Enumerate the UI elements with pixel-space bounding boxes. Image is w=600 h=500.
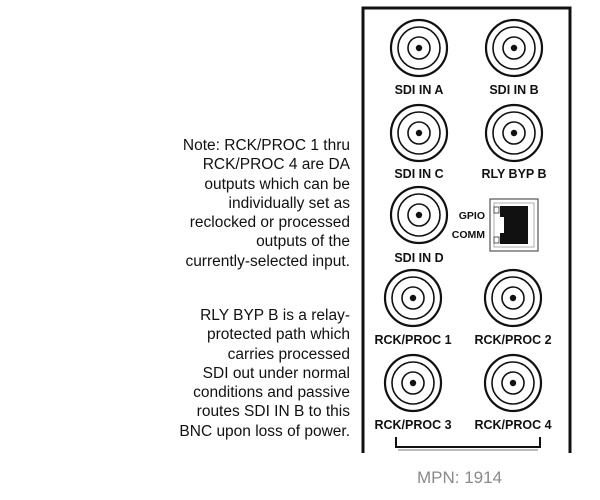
connector-label-rck-proc-3: RCK/PROC 3 [374, 418, 451, 432]
model-part-number: MPN: 1914 [417, 468, 503, 487]
rj45-led-bottom [493, 236, 500, 244]
bnc-connector-sdi-in-b [484, 18, 544, 78]
connector-label-rly-byp-b: RLY BYP B [481, 167, 546, 181]
rj45-led-top [493, 206, 500, 214]
note-line: outputs of the [256, 233, 350, 251]
bnc-center-pin [409, 294, 417, 302]
note-line: conditions and passive [193, 384, 350, 402]
bnc-insulator [407, 121, 431, 145]
note-line: RLY BYP B is a relay- [200, 307, 350, 324]
bnc-insulator [502, 121, 526, 145]
panel-frame [361, 6, 572, 453]
bnc-center-pin [509, 294, 517, 302]
bnc-insulator [407, 36, 431, 60]
connector-label-sdi-in-d: SDI IN D [394, 251, 443, 265]
bnc-insulator [407, 203, 431, 227]
bnc-connector-rck-proc-3 [383, 353, 443, 413]
bnc-connector-rck-proc-1 [383, 268, 443, 328]
bnc-collar [391, 276, 435, 320]
bnc-outer-ring [483, 268, 543, 328]
bnc-connector-rck-proc-2 [483, 268, 543, 328]
note-line: reclocked or processed [189, 214, 350, 232]
bnc-center-pin [415, 129, 423, 137]
bnc-outer-ring [389, 185, 449, 245]
bnc-center-pin [510, 129, 518, 137]
bnc-outer-ring [389, 18, 449, 78]
connector-label-rck-proc-1: RCK/PROC 1 [374, 333, 451, 347]
note-line: SDI out under normal [202, 364, 350, 382]
bnc-center-pin [415, 44, 423, 52]
bnc-insulator [502, 36, 526, 60]
note-paragraph-rck-proc: Note: RCK/PROC 1 thru RCK/PROC 4 are DA … [110, 136, 350, 271]
connector-label-sdi-in-b: SDI IN B [489, 83, 538, 97]
bnc-connectors [383, 18, 544, 413]
gpio-comm-port: GPIO COMM [452, 198, 539, 252]
note-line: BNC upon loss of power. [179, 422, 350, 440]
note-line: currently-selected input. [185, 252, 350, 270]
bnc-center-pin [409, 379, 417, 387]
rj45-jack-body [500, 206, 528, 244]
rj45-jack-inner [493, 202, 535, 248]
bnc-connector-rly-byp-b [484, 103, 544, 163]
bnc-connector-sdi-in-a [389, 18, 449, 78]
bnc-collar [491, 276, 535, 320]
bnc-collar [391, 361, 435, 405]
note-line: individually set as [228, 194, 350, 212]
gpio-label: GPIO [459, 210, 485, 222]
note-line: protected path which [206, 326, 350, 344]
bnc-collar [397, 26, 441, 70]
bnc-connector-sdi-in-d [389, 185, 449, 245]
bnc-collar [397, 111, 441, 155]
bnc-center-pin [510, 44, 518, 52]
note-line: Note: RCK/PROC 1 thru [182, 137, 350, 154]
note-line: RCK/PROC 4 are DA [202, 156, 350, 174]
note-line: carries processed [227, 345, 350, 363]
bnc-collar [491, 361, 535, 405]
bnc-connector-sdi-in-c [389, 103, 449, 163]
bnc-insulator [501, 371, 525, 395]
connector-label-rck-proc-2: RCK/PROC 2 [474, 333, 551, 347]
bnc-insulator [401, 286, 425, 310]
bnc-insulator [501, 286, 525, 310]
bnc-center-pin [509, 379, 517, 387]
bnc-connector-rck-proc-4 [483, 353, 543, 413]
comm-label: COMM [452, 229, 485, 241]
bnc-center-pin [415, 211, 423, 219]
connector-label-sdi-in-c: SDI IN C [394, 167, 443, 181]
bnc-outer-ring [383, 353, 443, 413]
bnc-outer-ring [484, 103, 544, 163]
connector-label-sdi-in-a: SDI IN A [395, 83, 444, 97]
note-paragraph-rly-byp: RLY BYP B is a relay- protected path whi… [110, 306, 350, 441]
panel-bottom-tab [395, 437, 541, 448]
bnc-outer-ring [383, 268, 443, 328]
bnc-outer-ring [483, 353, 543, 413]
note-line: outputs which can be [204, 175, 350, 193]
bnc-collar [397, 193, 441, 237]
note-line: routes SDI IN B to this [196, 403, 350, 421]
bnc-insulator [401, 371, 425, 395]
bnc-outer-ring [389, 103, 449, 163]
bnc-outer-ring [484, 18, 544, 78]
bnc-collar [492, 111, 536, 155]
bnc-collar [492, 26, 536, 70]
connector-label-rck-proc-4: RCK/PROC 4 [474, 418, 551, 432]
